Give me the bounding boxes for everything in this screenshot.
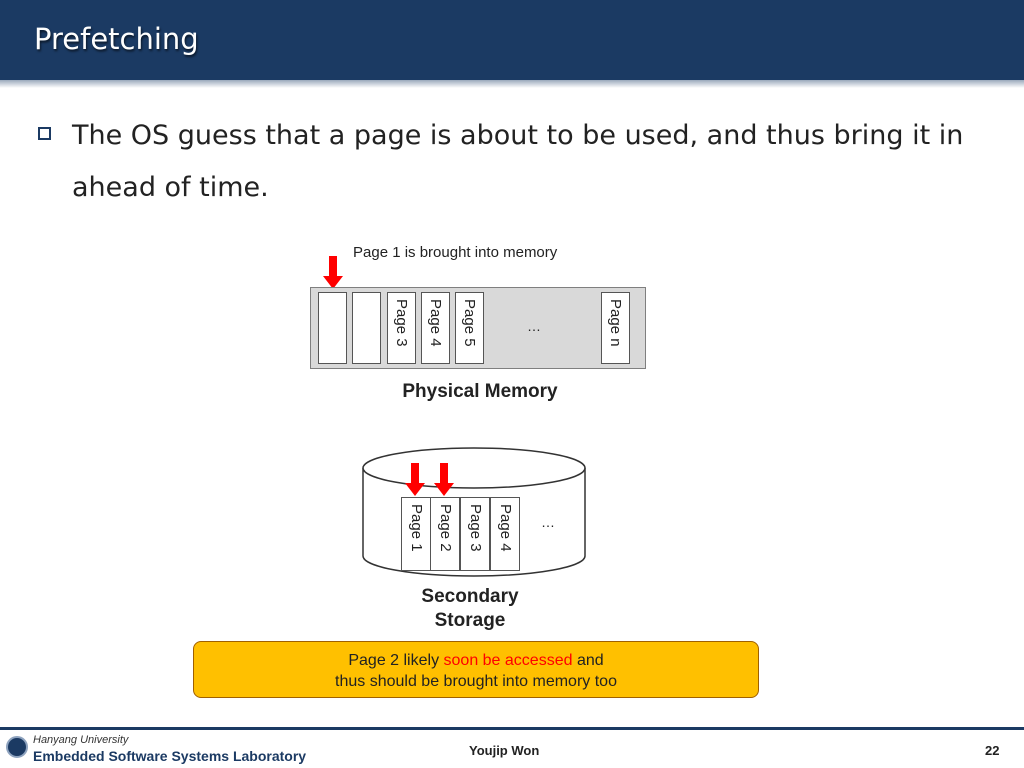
memory-slot-label xyxy=(319,293,346,363)
callout-line1: Page 2 likely soon be accessed and xyxy=(194,650,758,671)
title-bar: Prefetching xyxy=(0,0,1024,80)
secondary-storage-label: Secondary Storage xyxy=(390,585,550,633)
secondary-storage-label-line1: Secondary xyxy=(421,586,519,607)
secondary-storage-label-line2: Storage xyxy=(434,610,506,631)
bullet-square-icon xyxy=(38,127,51,140)
memory-slot-label: Page 4 xyxy=(427,299,444,347)
storage-arrow-down-icon xyxy=(434,463,454,496)
memory-slot-label: Page 3 xyxy=(393,299,410,347)
storage-page: Page 3 xyxy=(460,497,490,571)
footer-author: Youjip Won xyxy=(469,743,540,758)
footer-university: Hanyang University xyxy=(33,734,129,746)
memory-ellipsis: … xyxy=(527,318,541,334)
physical-memory-label: Physical Memory xyxy=(402,381,558,402)
storage-ellipsis: … xyxy=(541,514,555,530)
storage-page: Page 2 xyxy=(430,497,460,571)
callout-highlight: soon be accessed xyxy=(443,652,573,669)
footer-divider xyxy=(0,727,1024,730)
title-bar-shadow xyxy=(0,80,1024,88)
memory-slot xyxy=(352,292,381,364)
storage-page: Page 1 xyxy=(401,497,431,571)
memory-slot-label: Page n xyxy=(607,299,624,347)
memory-slot-last: Page n xyxy=(601,292,630,364)
page-number: 22 xyxy=(985,743,1000,758)
storage-arrow-down-icon xyxy=(405,463,425,496)
storage-page-label: Page 4 xyxy=(497,504,514,552)
storage-page-label: Page 2 xyxy=(437,504,454,552)
memory-slot: Page 4 xyxy=(421,292,450,364)
memory-slot: Page 3 xyxy=(387,292,416,364)
storage-page: Page 4 xyxy=(490,497,520,571)
physical-memory-box: Page 3 Page 4 Page 5 … Page n xyxy=(310,287,646,369)
storage-page-label: Page 1 xyxy=(408,504,425,552)
memory-slot: Page 5 xyxy=(455,292,484,364)
callout-prefix: Page 2 likely xyxy=(348,652,444,669)
memory-caption: Page 1 is brought into memory xyxy=(353,244,558,261)
memory-slot-label: Page 5 xyxy=(461,299,478,347)
callout-box: Page 2 likely soon be accessed and thus … xyxy=(193,641,759,698)
callout-line2: thus should be brought into memory too xyxy=(335,673,617,690)
footer-lab: Embedded Software Systems Laboratory xyxy=(33,748,307,764)
memory-slot xyxy=(318,292,347,364)
memory-slot-label xyxy=(353,293,380,363)
callout-suffix: and xyxy=(572,652,604,669)
storage-page-label: Page 3 xyxy=(467,504,484,552)
university-logo-icon xyxy=(6,736,28,758)
slide-title: Prefetching xyxy=(34,22,199,56)
bullet-text: The OS guess that a page is about to be … xyxy=(72,120,964,203)
memory-arrow-down-icon xyxy=(323,256,343,289)
